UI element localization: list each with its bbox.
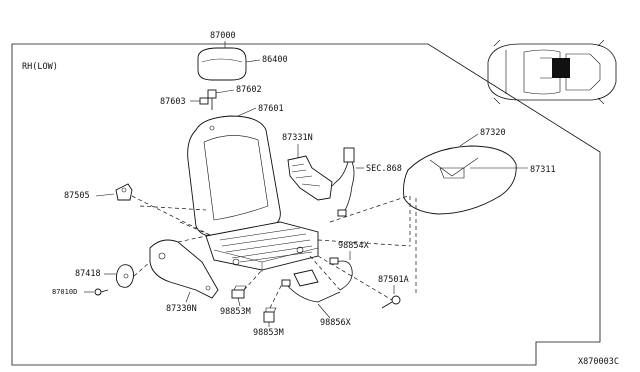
label-87010D: 87010D — [52, 288, 77, 296]
label-87311: 87311 — [530, 165, 556, 175]
connector-a-part — [231, 285, 247, 299]
switch-harness-part — [331, 147, 355, 217]
harness-98854x-part — [329, 257, 353, 291]
label-98853M-a: 98853M — [220, 307, 251, 317]
label-87330N: 87330N — [166, 304, 197, 314]
figure-code: X870003C — [578, 357, 619, 367]
bolt-icon — [381, 295, 401, 309]
variant-label: RH(LOW) — [22, 62, 58, 72]
screw-icon — [94, 288, 109, 296]
vehicle-inset-icon — [487, 39, 617, 105]
label-87505: 87505 — [64, 191, 90, 201]
label-98853M-b: 98853M — [253, 328, 284, 338]
headrest-holder-icon — [199, 89, 217, 110]
section-ref: SEC.868 — [366, 164, 402, 174]
seat-cushion-part — [403, 145, 517, 215]
connector-b-part — [263, 307, 277, 323]
seat-frame-part — [205, 221, 319, 272]
label-87602: 87602 — [236, 85, 262, 95]
label-87418: 87418 — [75, 269, 101, 279]
hinge-cover-part — [115, 183, 133, 201]
back-frame-part — [287, 155, 333, 201]
headrest-part — [197, 47, 247, 81]
seat-back-part — [187, 115, 281, 237]
harness-98856x-part — [281, 269, 341, 303]
label-86400: 86400 — [262, 55, 288, 65]
label-87331N: 87331N — [282, 133, 313, 143]
label-87320: 87320 — [480, 128, 506, 138]
label-98854X: 98854X — [338, 241, 370, 251]
diagram-border — [11, 43, 601, 366]
label-98856X: 98856X — [320, 318, 352, 328]
side-finisher-part — [149, 239, 219, 299]
label-87501A: 87501A — [378, 275, 409, 285]
label-87000: 87000 — [210, 31, 236, 41]
label-87601: 87601 — [258, 104, 284, 114]
knob-part — [115, 264, 135, 288]
label-87603: 87603 — [160, 97, 186, 107]
